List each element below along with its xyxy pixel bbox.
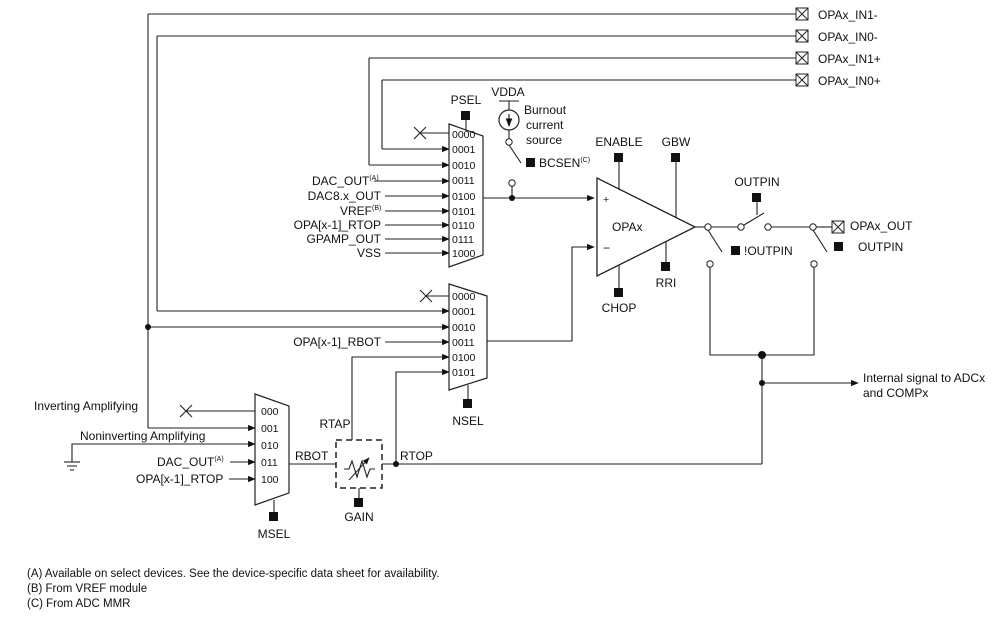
gain-label: GAIN (344, 510, 373, 524)
opa-amplifier: + − OPAx ENABLE GBW CHOP RRI (595, 135, 697, 315)
pin-in0-plus-label: OPAx_IN0+ (818, 74, 881, 88)
footnotes: (A) Available on select devices. See the… (27, 567, 440, 612)
psel-code-0111: 0111 (452, 234, 474, 246)
msel-inputs: Inverting Amplifying Noninverting Amplif… (34, 399, 256, 486)
msel-codes: 000 001 010 011 100 (261, 406, 279, 486)
outpin-right-switch (812, 229, 828, 253)
msel-mux: MSEL 000 001 010 011 100 (254, 393, 291, 541)
bcsen-switch (508, 144, 522, 164)
nsel-opa-rbot-label: OPA[x-1]_RBOT (293, 335, 381, 349)
psel-title: PSEL (451, 93, 482, 107)
msel-code-001: 001 (261, 423, 279, 435)
noninverting-label: Noninverting Amplifying (80, 429, 205, 443)
rri-label: RRI (656, 276, 677, 290)
nsel-inputs: OPA[x-1]_RBOT (145, 289, 450, 464)
psel-dac8-label: DAC8.x_OUT (308, 189, 382, 203)
output-switches: OPAx_OUT OUTPIN !OUTPIN OUTPIN Internal … (695, 175, 985, 464)
msel-code-010: 010 (261, 440, 279, 452)
opa-plus-label: + (603, 194, 609, 206)
resistor-ladder: RBOT RTAP RTOP GAIN (289, 417, 762, 524)
psel-inputs: DAC_OUT(A) DAC8.x_OUT VREF(B) OPA[x-1]_R… (294, 126, 450, 260)
rbot-label: RBOT (295, 449, 329, 463)
nsel-code-0101: 0101 (452, 367, 476, 379)
psel-vss-label: VSS (357, 246, 381, 260)
enable-label: ENABLE (595, 135, 642, 149)
psel-code-0101: 0101 (452, 206, 476, 218)
msel-dac-out-label: DAC_OUT(A) (157, 455, 224, 469)
pin-in0-minus: OPAx_IN0- (157, 29, 878, 44)
nsel-codes: 0000 0001 0010 0011 0100 0101 (452, 291, 476, 379)
msel-title: MSEL (258, 527, 291, 541)
nsel-code-0100: 0100 (452, 352, 476, 364)
nsel-mux: NSEL 0000 0001 0010 0011 0100 0101 (448, 283, 488, 428)
gbw-label: GBW (662, 135, 691, 149)
opa-out-pin-label: OPAx_OUT (850, 219, 913, 233)
pin-in1-minus: OPAx_IN1- (148, 7, 878, 22)
opa-minus-label: − (603, 241, 610, 255)
footnote-a: (A) Available on select devices. See the… (27, 568, 440, 580)
psel-gpamp-label: GPAMP_OUT (307, 232, 382, 246)
nsel-title: NSEL (452, 414, 484, 428)
not-outpin-switch (707, 229, 723, 253)
not-outpin-label: !OUTPIN (744, 244, 793, 258)
burnout-label-3: source (526, 133, 562, 147)
chop-label: CHOP (602, 301, 637, 315)
psel-mux: PSEL 0000 0001 0010 0011 0100 0101 0110 … (448, 93, 484, 268)
nsel-code-0000: 0000 (452, 291, 476, 303)
psel-vref-label: VREF(B) (340, 204, 381, 218)
wire-nsel-out (487, 243, 595, 342)
vdda-label: VDDA (491, 85, 524, 99)
internal-signal-label-2: and COMPx (863, 386, 928, 400)
outpin-label: OUTPIN (734, 175, 779, 189)
psel-codes: 0000 0001 0010 0011 0100 0101 0110 0111 … (452, 129, 476, 260)
resistor-ladder-box (335, 439, 383, 489)
psel-code-0001: 0001 (452, 144, 476, 156)
rtap-label: RTAP (320, 417, 351, 431)
psel-code-1000: 1000 (452, 248, 476, 260)
burnout-label-2: current (526, 118, 564, 132)
msel-code-100: 100 (261, 474, 279, 486)
msel-opa-rtop-label: OPA[x-1]_RTOP (136, 472, 223, 486)
opa-name: OPAx (612, 220, 642, 234)
ground-icon (64, 461, 80, 471)
msel-code-011: 011 (261, 457, 278, 469)
psel-opa-rtop-label: OPA[x-1]_RTOP (294, 218, 381, 232)
burnout-source: VDDA BCSEN(C) Burnout current source (491, 85, 590, 198)
psel-code-0010: 0010 (452, 160, 476, 172)
pin-in0-minus-label: OPAx_IN0- (818, 30, 878, 44)
psel-code-0011: 0011 (452, 175, 475, 187)
pin-in1-plus-label: OPAx_IN1+ (818, 52, 881, 66)
rtop-label: RTOP (400, 449, 433, 463)
outpin-right-label: OUTPIN (858, 240, 903, 254)
internal-signal-label-1: Internal signal to ADCx (863, 371, 985, 385)
psel-code-0110: 0110 (452, 220, 475, 232)
outpin-switch (743, 212, 765, 226)
inverting-label: Inverting Amplifying (34, 399, 138, 413)
nsel-code-0001: 0001 (452, 306, 476, 318)
msel-code-000: 000 (261, 406, 279, 418)
pin-in1-minus-label: OPAx_IN1- (818, 8, 878, 22)
psel-code-0000: 0000 (452, 129, 476, 141)
pin-in1-plus: OPAx_IN1+ (369, 51, 881, 66)
nsel-code-0010: 0010 (452, 322, 476, 334)
footnote-b: (B) From VREF module (27, 583, 148, 595)
footnote-c: (C) From ADC MMR (27, 598, 131, 610)
psel-dac-out-label: DAC_OUT(A) (312, 174, 379, 188)
psel-code-0100: 0100 (452, 191, 476, 203)
pin-in0-plus: OPAx_IN0+ (382, 73, 881, 88)
nsel-code-0011: 0011 (452, 337, 475, 349)
bcsen-label: BCSEN(C) (539, 156, 590, 170)
burnout-label-1: Burnout (524, 103, 567, 117)
